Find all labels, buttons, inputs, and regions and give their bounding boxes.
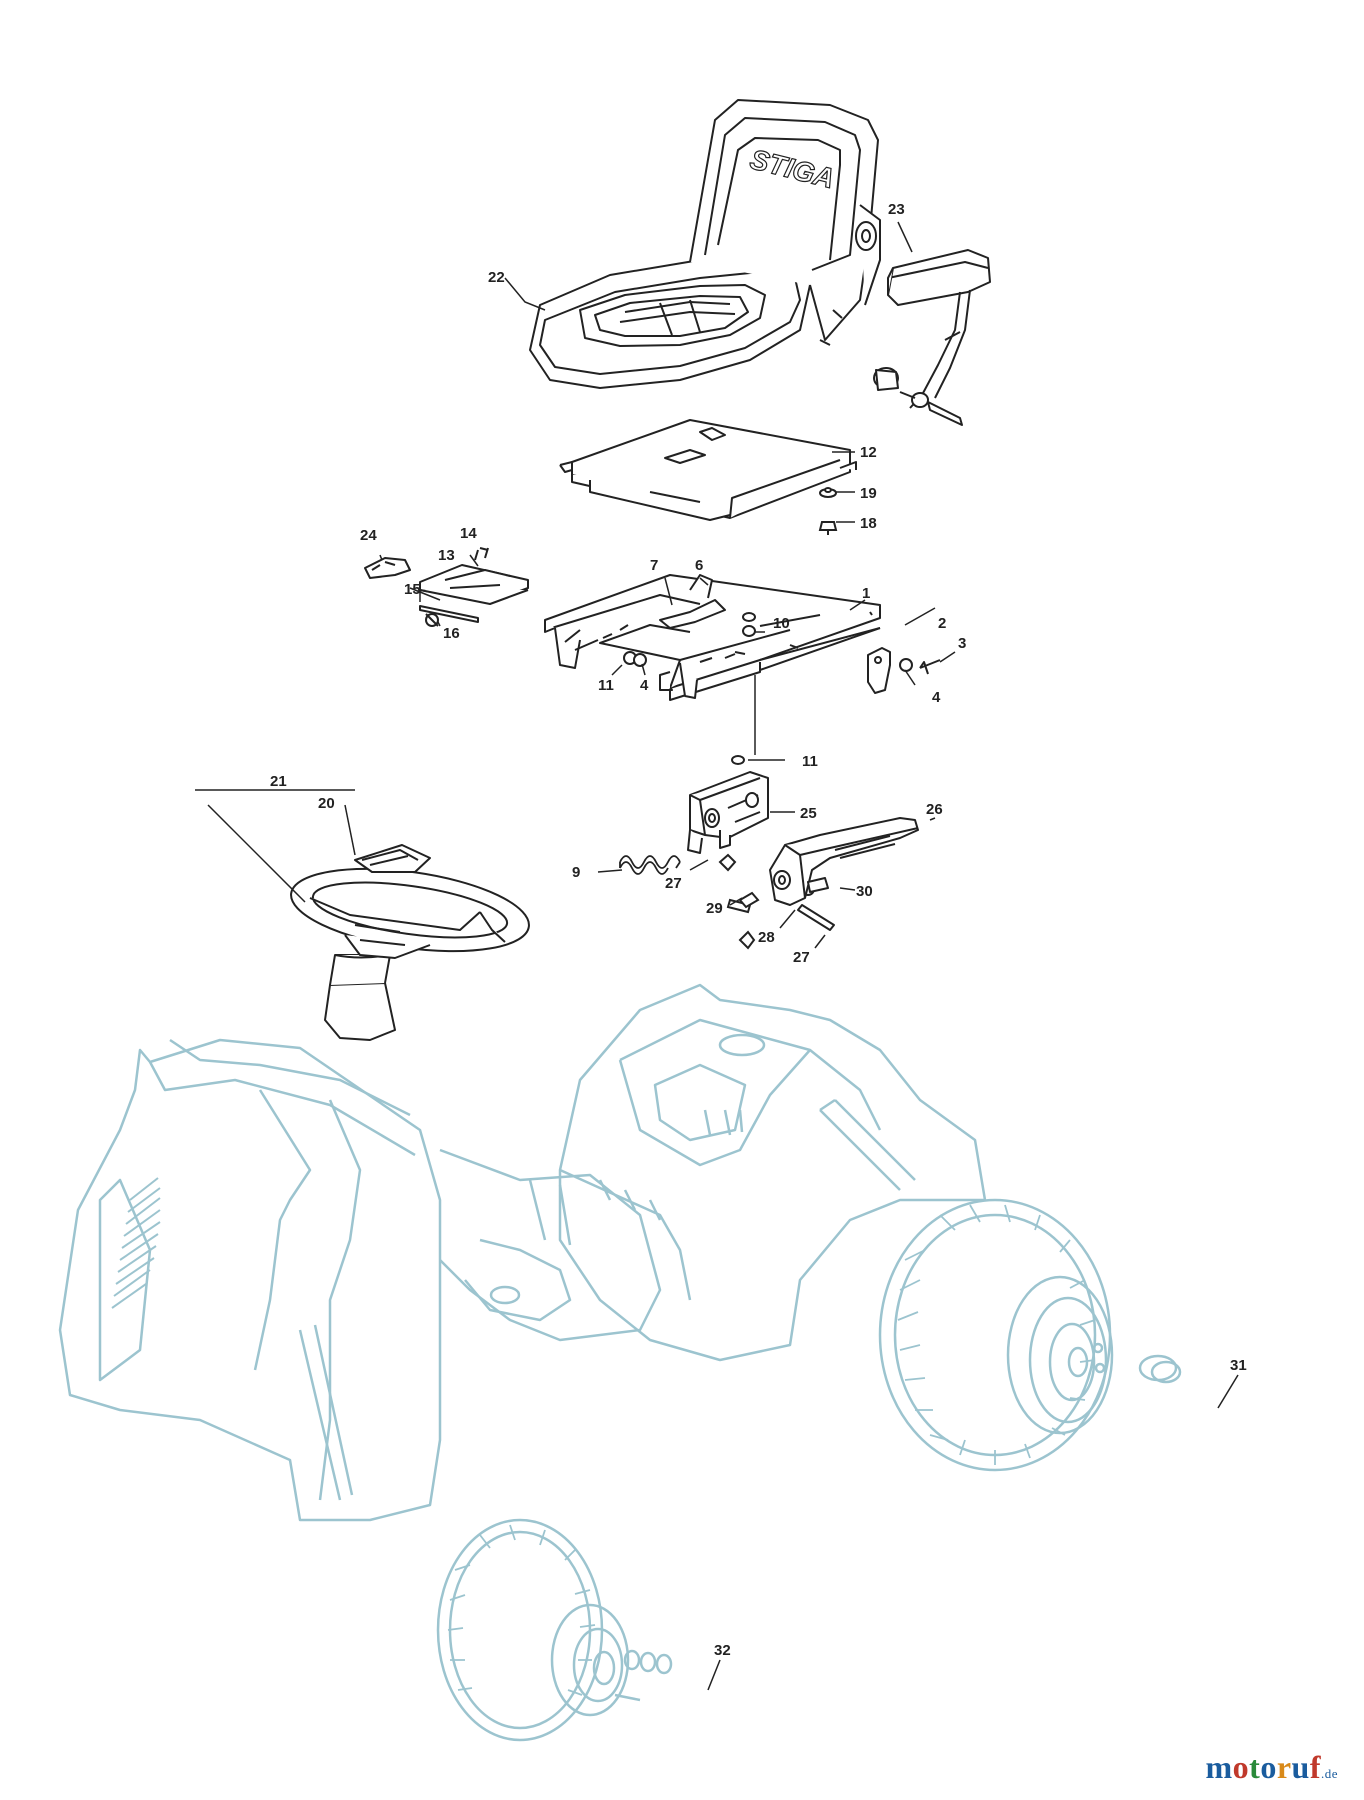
part-label-12: 12 (860, 444, 877, 461)
watermark-letter: f (1309, 1749, 1321, 1785)
part-label-4: 4 (640, 677, 649, 694)
latch-13 (364, 547, 529, 623)
part-label-7: 7 (650, 557, 658, 574)
watermark-logo: motoruf.de (1206, 1749, 1339, 1786)
watermark-letter: o (1232, 1749, 1250, 1785)
part-label-26: 26 (926, 801, 943, 818)
part-label-11: 11 (598, 677, 614, 694)
part-label-25: 25 (800, 805, 817, 822)
watermark-letter: o (1260, 1749, 1277, 1785)
part-label-2: 2 (938, 615, 946, 632)
part-label-24: 24 (360, 527, 377, 544)
part-label-10: 10 (773, 615, 790, 632)
part-label-22: 22 (488, 269, 505, 286)
steering-wheel-21 (290, 867, 530, 1041)
leader-lines (195, 221, 1239, 1691)
watermark-letter: m (1205, 1749, 1233, 1785)
part-label-16: 16 (443, 625, 460, 642)
part-labels: 1 2 3 4 4 6 7 9 10 11 11 12 13 14 15 16 … (270, 201, 1247, 1659)
part-label-29: 29 (706, 900, 723, 917)
slide-rail-1 (544, 574, 881, 701)
part-label-1: 1 (862, 585, 870, 602)
part-label-18: 18 (860, 515, 877, 532)
part-label-4: 4 (932, 689, 941, 706)
part-label-14: 14 (460, 525, 477, 542)
spring-9 (619, 855, 681, 875)
part-label-13: 13 (438, 547, 455, 564)
seat-switch-23 (873, 249, 991, 426)
part-label-27: 27 (793, 949, 810, 966)
part-label-11: 11 (802, 753, 818, 770)
part-label-15: 15 (404, 581, 421, 598)
seat-plate-12 (559, 419, 857, 521)
watermark-suffix: .de (1320, 1766, 1338, 1781)
part-label-27: 27 (665, 875, 682, 892)
steering-cap-20 (354, 844, 431, 873)
arm-26 (769, 817, 919, 931)
mower-body-ghost (58, 983, 1182, 1742)
bracket-25 (687, 771, 769, 854)
part-label-23: 23 (888, 201, 905, 218)
part-label-6: 6 (695, 557, 703, 574)
seat-22 (529, 99, 881, 389)
part-label-30: 30 (856, 883, 873, 900)
part-label-9: 9 (572, 864, 580, 881)
part-label-20: 20 (318, 795, 335, 812)
watermark-letter: u (1291, 1749, 1310, 1785)
watermark-letter: r (1276, 1749, 1292, 1785)
lever-2 (867, 647, 941, 694)
part-label-31: 31 (1230, 1357, 1247, 1374)
part-label-32: 32 (714, 1642, 731, 1659)
part-label-28: 28 (758, 929, 775, 946)
watermark-letter: t (1249, 1749, 1261, 1785)
part-label-3: 3 (958, 635, 966, 652)
part-label-19: 19 (860, 485, 877, 502)
part-label-21: 21 (270, 773, 287, 790)
